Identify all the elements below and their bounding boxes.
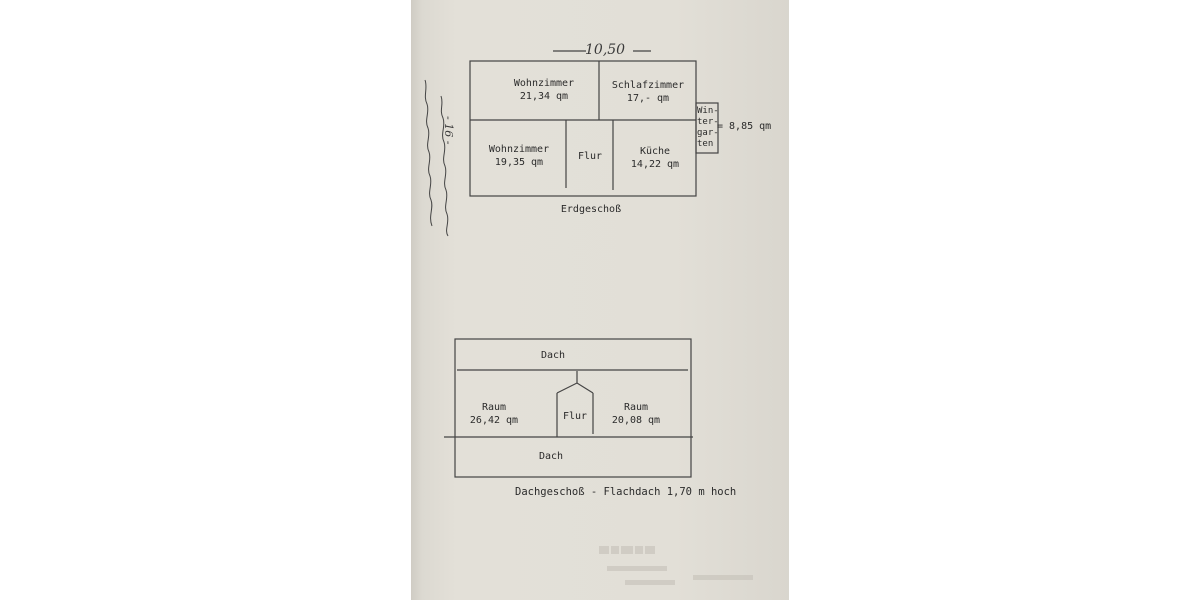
room-name: Wohnzimmer: [513, 78, 575, 89]
attic-raum-right: Raum 20,08 qm: [605, 401, 667, 427]
attic-flur-roof: [556, 382, 594, 394]
room-name: Raum: [481, 402, 507, 413]
attic-flur: Flur: [557, 410, 593, 423]
room-name: Flur: [577, 151, 603, 162]
room-name-line: gar-: [697, 128, 719, 138]
dimension-label: 10,50: [585, 42, 626, 58]
room-wohnzimmer-bottom: Wohnzimmer 19,35 qm: [475, 143, 563, 169]
document-page: 10,50 Wohnzimmer 21,34 qm Schlafzimmer 1…: [411, 0, 789, 600]
room-name: Raum: [623, 402, 649, 413]
stamp-mark: [635, 546, 643, 554]
scribble-stroke: [424, 79, 433, 227]
room-name: Küche: [639, 146, 671, 157]
room-name: Dach: [538, 451, 564, 462]
room-flur: Flur: [567, 150, 613, 163]
wintergarten-area: = 8,85 qm: [717, 121, 772, 132]
room-area: 21,34 qm: [519, 91, 569, 102]
room-schlafzimmer: Schlafzimmer 17,- qm: [603, 79, 693, 105]
room-name-line: ten: [697, 139, 714, 149]
attic-dach-bottom: Dach: [521, 450, 581, 463]
room-area: 14,22 qm: [630, 159, 680, 170]
room-name-line: ter-: [697, 117, 719, 127]
attic-title: Dachgeschoß - Flachdach 1,70 m hoch: [515, 486, 737, 498]
stamp-mark: [625, 580, 675, 585]
room-name: Wohnzimmer: [488, 144, 550, 155]
room-area: 20,08 qm: [611, 415, 661, 426]
scribble-stroke: [440, 95, 449, 237]
faded-stamp: [599, 546, 753, 585]
stamp-mark: [693, 575, 753, 580]
room-area: 19,35 qm: [494, 157, 544, 168]
room-kueche: Küche 14,22 qm: [616, 145, 694, 171]
room-name: Dach: [540, 350, 566, 361]
room-area: 17,- qm: [626, 93, 670, 104]
floor-plan-drawing: [444, 50, 753, 585]
room-wintergarten: Win- ter- gar- ten: [696, 106, 719, 150]
attic-dach-top: Dach: [523, 349, 583, 362]
room-wohnzimmer-top: Wohnzimmer 21,34 qm: [499, 77, 589, 103]
wintergarten-outline: [695, 102, 719, 154]
stamp-mark: [607, 566, 667, 571]
room-name: Flur: [562, 411, 588, 422]
attic-outline: [454, 338, 692, 478]
stamp-mark: [611, 546, 619, 554]
room-name-line: Win-: [697, 106, 719, 116]
margin-handwriting-scribble: [424, 79, 449, 237]
room-name: Schlafzimmer: [611, 80, 685, 91]
attic-raum-left: Raum 26,42 qm: [463, 401, 525, 427]
stamp-mark: [599, 546, 609, 554]
stamp-mark: [621, 546, 633, 554]
stamp-mark: [645, 546, 655, 554]
ground-floor-title: Erdgeschoß: [560, 204, 622, 215]
room-area: 26,42 qm: [469, 415, 519, 426]
